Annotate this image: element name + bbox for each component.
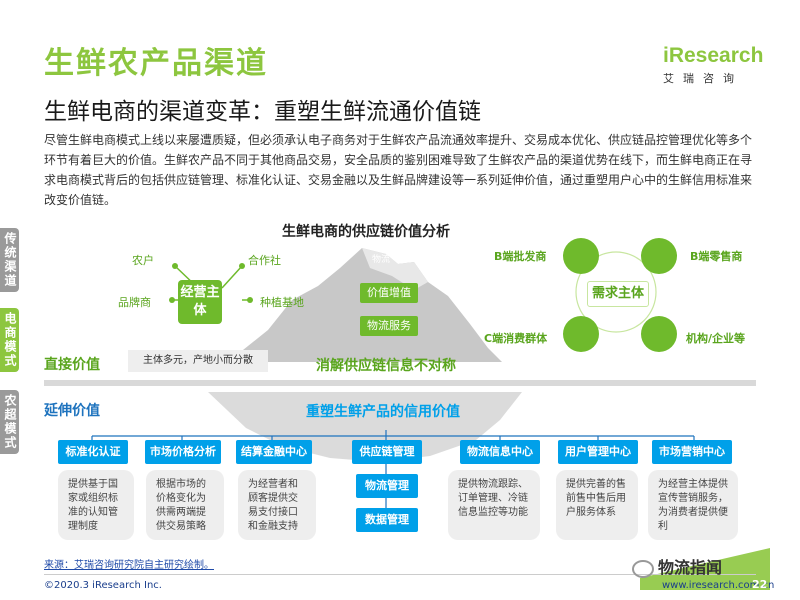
extended-value-main: 重塑生鲜产品的信用价值 <box>306 404 460 420</box>
extended-value-label: 延伸价值 <box>44 403 100 419</box>
iceberg-highlight <box>362 248 428 290</box>
direct-value-main: 消解供应链信息不对称 <box>316 358 456 374</box>
demand-institution: 机构/企业等 <box>686 332 746 345</box>
group-icon <box>641 238 677 274</box>
desc-marketing: 为经营主体提供宣传营销服务，为消费者提供便利 <box>648 470 738 540</box>
node-data-mgmt: 数据管理 <box>356 508 418 532</box>
demand-retail: B端零售商 <box>690 250 743 263</box>
node-standard-cert: 标准化认证 <box>58 440 128 464</box>
desc-logistics-info: 提供物流跟踪、订单管理、冷链信息监控等功能 <box>448 470 540 540</box>
diagram-title: 生鲜电商的供应链价值分析 <box>282 224 450 240</box>
copyright: ©2020.3 iResearch Inc. <box>44 580 162 591</box>
hub-box <box>178 280 222 324</box>
hub-label: 经营主体 <box>180 285 220 318</box>
brand-cn-text: 艾瑞咨询 <box>663 72 743 85</box>
iceberg-top-shape <box>228 248 502 362</box>
desc-finance-center: 为经营者和顾客提供交易支付接口和金融支持 <box>238 470 316 540</box>
spoke-cooperative: 合作社 <box>248 254 281 267</box>
desc-user-mgmt: 提供完善的售前售中售后用户服务体系 <box>556 470 638 540</box>
group-icon <box>641 316 677 352</box>
node-logistics-mgmt: 物流管理 <box>356 474 418 498</box>
direct-value-desc: 主体多元，产地小而分散 <box>128 350 268 372</box>
person-icon <box>563 316 599 352</box>
node-supply-chain: 供应链管理 <box>352 440 422 464</box>
group-icon <box>563 238 599 274</box>
node-finance-center: 结算金融中心 <box>236 440 312 464</box>
box-value-added: 价值增值 <box>360 283 418 303</box>
brand-logo-text: iResearch <box>663 44 764 67</box>
spoke-farmer: 农户 <box>132 254 154 267</box>
peak-tag: 物流 <box>372 255 391 265</box>
intro-paragraph: 尽管生鲜电商模式上线以来屡遭质疑，但必须承认电子商务对于生鲜农产品流通效率提升、… <box>44 133 753 207</box>
desc-standard-cert: 提供基于国家或组织标准的认知管理制度 <box>58 470 134 540</box>
side-tab-farm-super[interactable]: 农超模式 <box>0 390 19 454</box>
wechat-icon <box>632 559 654 578</box>
site-url[interactable]: www.iresearch.com.cn <box>662 580 775 591</box>
watermark-text: 物流指闻 <box>658 558 723 577</box>
demand-wholesale: B端批发商 <box>494 250 547 263</box>
spoke-base: 种植基地 <box>260 296 304 309</box>
node-user-mgmt: 用户管理中心 <box>558 440 638 464</box>
corner-banner <box>640 548 770 590</box>
footer-divider <box>44 574 756 575</box>
node-marketing: 市场营销中心 <box>652 440 732 464</box>
page-title: 生鲜农产品渠道 <box>44 46 268 81</box>
demand-center: 需求主体 <box>587 281 649 307</box>
brand-logo: iResearch 艾瑞咨询 <box>663 44 763 86</box>
spoke-brand: 品牌商 <box>118 296 151 309</box>
page-subtitle: 生鲜电商的渠道变革：重塑生鲜流通价值链 <box>44 99 481 125</box>
side-tab-traditional[interactable]: 传统渠道 <box>0 228 19 292</box>
demand-consumer: C端消费群体 <box>484 332 548 345</box>
node-price-analysis: 市场价格分析 <box>145 440 221 464</box>
node-logistics-info: 物流信息中心 <box>460 440 540 464</box>
page-number: 22 <box>752 578 768 591</box>
direct-value-label: 直接价值 <box>44 357 100 373</box>
source-note: 来源：艾瑞咨询研究院自主研究绘制。 <box>44 560 214 571</box>
water-line <box>44 380 756 386</box>
side-tab-ecommerce[interactable]: 电商模式 <box>0 308 19 372</box>
desc-price-analysis: 根据市场的价格变化为供需两端提供交易策略 <box>146 470 224 540</box>
box-logistics-service: 物流服务 <box>360 316 418 336</box>
watermark: 物流指闻 <box>632 554 722 578</box>
